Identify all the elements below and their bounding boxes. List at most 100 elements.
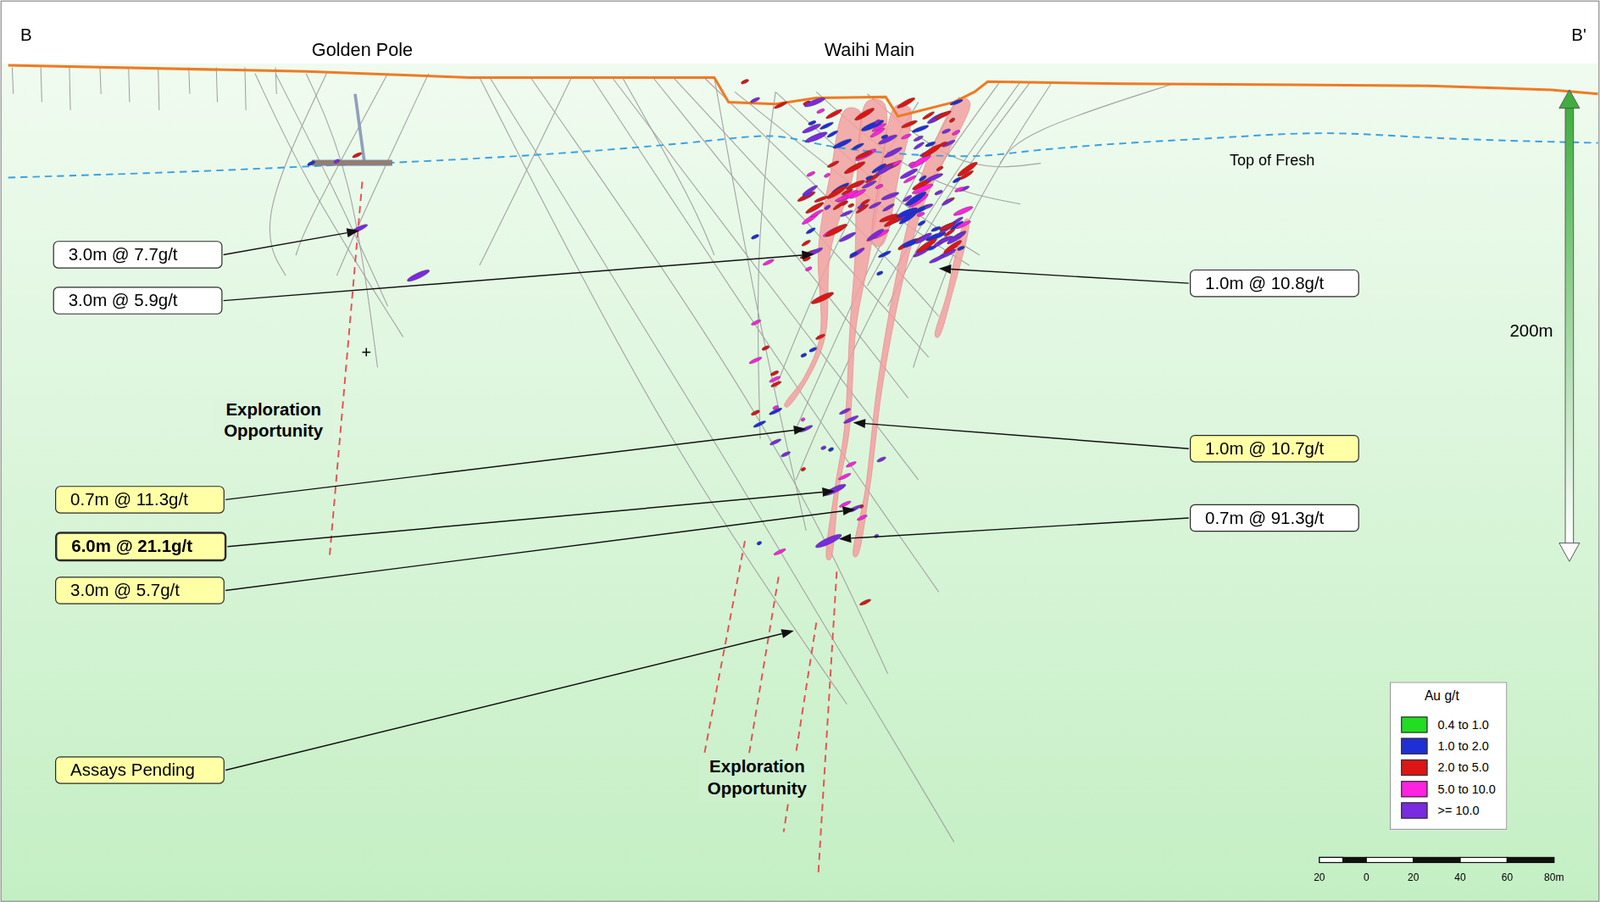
assay-intercept	[816, 107, 826, 114]
scale-number: 20	[1313, 871, 1325, 884]
arrow-shaft	[1565, 105, 1574, 545]
legend-item: >= 10.0	[1400, 799, 1496, 821]
assay-intercept	[922, 110, 936, 121]
assay-intercept	[769, 438, 783, 447]
assay-intercept	[866, 227, 885, 242]
drill-hole	[866, 81, 1000, 286]
assay-intercept	[859, 198, 871, 207]
assay-intercept	[306, 160, 316, 167]
assay-intercept	[838, 406, 852, 416]
exploration-trace	[748, 576, 779, 761]
assay-intercept	[800, 416, 806, 423]
assay-intercept	[750, 96, 762, 105]
assay-intercept	[773, 100, 789, 111]
assay-intercept	[869, 126, 886, 139]
assay-intercept	[941, 127, 951, 135]
legend-item: 2.0 to 5.0	[1400, 755, 1496, 778]
assay-intercept	[895, 205, 919, 220]
scale-number: 40	[1454, 871, 1466, 884]
assay-intercept	[768, 375, 782, 384]
assay-intercept	[814, 532, 844, 550]
legend-text: >= 10.0	[1438, 802, 1480, 817]
assay-intercept	[950, 98, 964, 106]
section-label: Au g/t	[1424, 688, 1460, 706]
section-label: Golden Pole	[311, 38, 413, 62]
assay-intercept	[851, 142, 865, 151]
drill-hole	[100, 66, 101, 94]
assay-intercept	[838, 230, 857, 243]
callout-box: 6.0m @ 21.1g/t	[55, 531, 227, 562]
vein	[853, 97, 971, 557]
assay-intercept	[843, 160, 867, 176]
drill-hole	[305, 73, 378, 368]
assay-intercept	[923, 202, 934, 210]
assay-intercept	[911, 182, 934, 196]
legend-text: 0.4 to 1.0	[1438, 716, 1489, 732]
leader-line	[223, 255, 803, 301]
callout-box: 3.0m @ 5.9g/t	[53, 286, 223, 315]
section-label: 200m	[1509, 320, 1553, 343]
legend-item: 5.0 to 10.0	[1400, 777, 1496, 800]
exploration-trace	[329, 181, 363, 556]
leader-arrowhead	[842, 505, 856, 516]
assay-intercept	[934, 109, 952, 121]
assay-intercept	[803, 95, 826, 109]
assay-intercept	[750, 318, 762, 327]
drive	[311, 160, 392, 166]
drill-holes	[11, 66, 1173, 842]
legend-swatch	[1400, 780, 1428, 797]
leader-line	[227, 491, 823, 546]
callout-text: 3.0m @ 5.9g/t	[68, 290, 178, 311]
legend-item: 0.4 to 1.0	[1400, 713, 1496, 735]
drill-hole	[40, 66, 42, 102]
assay-intercept	[883, 145, 903, 160]
assay-intercept	[825, 107, 844, 120]
assay-intercept	[810, 290, 835, 306]
scale-segment	[1319, 856, 1344, 862]
drill-hole	[479, 77, 847, 705]
callout-text: 6.0m @ 21.1g/t	[71, 536, 193, 556]
legend-swatch	[1400, 716, 1428, 733]
assay-intercept	[942, 238, 963, 256]
scale-segment	[1413, 856, 1461, 862]
exploration-note: Exploration Opportunity	[214, 398, 334, 445]
assay-intercept	[954, 231, 967, 239]
callout-box: 0.7m @ 91.3g/t	[1189, 504, 1360, 533]
assay-intercept	[848, 246, 866, 260]
assay-intercept	[924, 172, 944, 184]
assay-intercept	[876, 270, 884, 277]
drill-hole	[489, 77, 955, 843]
assay-intercept	[880, 190, 900, 201]
assay-intercept	[930, 225, 942, 233]
assay-intercept	[882, 202, 896, 212]
assay-intercept	[834, 194, 850, 202]
scale-number: 0	[1363, 871, 1370, 884]
assay-intercept	[740, 78, 750, 86]
assay-intercept	[911, 123, 929, 134]
assay-intercept	[761, 344, 770, 351]
assay-intercept	[800, 466, 806, 473]
drill-hole	[244, 66, 246, 111]
leader-arrowhead	[780, 628, 794, 639]
assay-intercept	[815, 333, 827, 341]
drill-hole	[69, 66, 71, 111]
assay-intercept	[772, 405, 779, 411]
drill-hole	[275, 73, 388, 307]
scale-bar	[1319, 856, 1555, 862]
assay-intercept	[933, 188, 944, 196]
assay-intercept	[810, 208, 824, 218]
assay-intercept	[847, 202, 855, 208]
assay-intercept	[750, 233, 760, 241]
leader-line	[865, 423, 1189, 450]
assay-intercept	[805, 226, 817, 235]
assay-intercept	[780, 450, 792, 459]
scale-segment	[1319, 856, 1367, 862]
leader-arrowhead	[801, 250, 815, 261]
assay-intercept	[832, 137, 853, 150]
assay-intercept	[823, 204, 832, 212]
leader-line	[225, 633, 783, 771]
assay-intercept	[762, 258, 775, 267]
leader-line	[225, 511, 844, 591]
assay-intercept	[853, 105, 876, 122]
legend-text: 2.0 to 5.0	[1438, 759, 1489, 774]
